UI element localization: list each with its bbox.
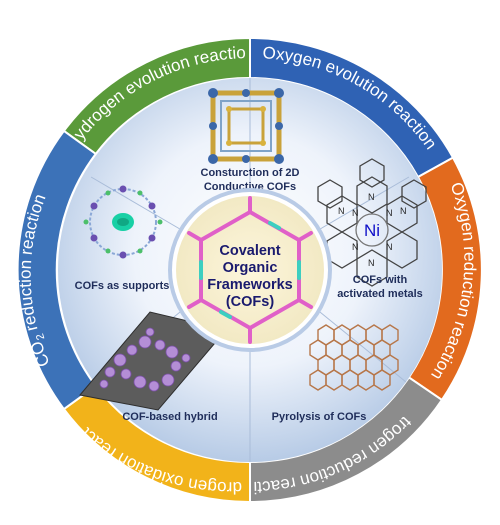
label-activated-line2: activated metals	[337, 288, 423, 300]
svg-text:N: N	[352, 242, 359, 252]
center-title-line1: Covalent	[219, 243, 280, 259]
label-supports: COFs as supports	[75, 280, 170, 292]
svg-text:N: N	[368, 258, 375, 268]
label-activated-line1: COFs with	[353, 274, 408, 286]
center-hexagon-accents	[199, 221, 301, 319]
svg-text:N: N	[386, 242, 393, 252]
label-construction-line2: Conductive COFs	[204, 181, 296, 193]
center-hexagon-frame	[187, 196, 313, 344]
svg-text:N: N	[338, 206, 345, 216]
svg-text:N: N	[352, 208, 359, 218]
label-pyrolysis: Pyrolysis of COFs	[272, 411, 367, 423]
cof-support-framework-image	[83, 185, 163, 259]
pyrolysis-carbon-lattice-image	[309, 324, 399, 391]
svg-text:N: N	[368, 192, 375, 202]
center-title-line2: Organic	[223, 260, 278, 276]
center-title-line4: (COFs)	[226, 294, 275, 310]
cof-hybrid-sheet-image	[79, 311, 227, 411]
conductive-cof-structure-image	[208, 88, 284, 164]
label-construction-line1: Consturction of 2D	[201, 167, 300, 179]
svg-text:N: N	[386, 208, 393, 218]
center-title-line3: Frameworks	[207, 277, 292, 293]
outer-ring	[16, 36, 483, 504]
ring-segment-co2-reduction	[16, 129, 98, 411]
ni-complex-structure-image	[317, 158, 427, 287]
co2-subscript: 2	[34, 332, 47, 341]
svg-text:N: N	[400, 206, 407, 216]
ni-metal-label: Ni	[364, 221, 380, 240]
label-hybrid: COF-based hybrid	[122, 411, 217, 423]
